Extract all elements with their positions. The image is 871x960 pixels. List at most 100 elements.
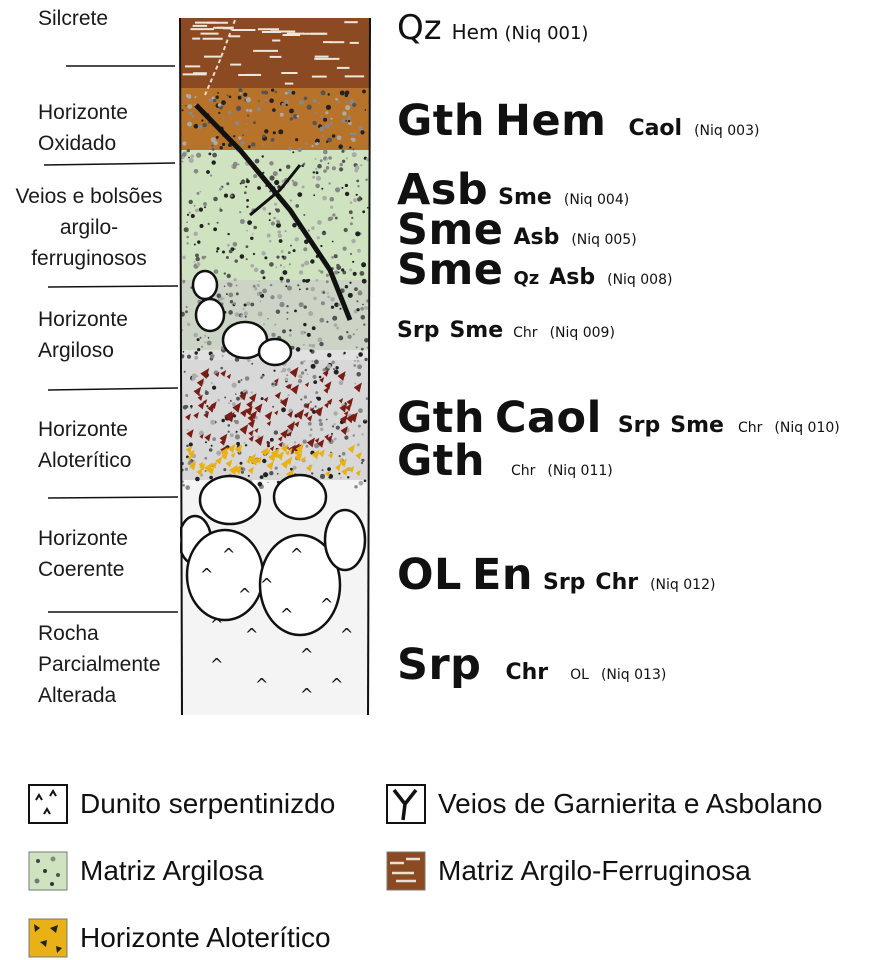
speckle-dot <box>283 270 288 275</box>
speckle-dot <box>342 111 346 115</box>
speckle-dot <box>327 292 329 294</box>
speckle-dot <box>240 314 243 317</box>
speckle-dot <box>196 257 200 261</box>
speckle-dot <box>362 210 365 213</box>
speckle-dot <box>245 123 247 125</box>
caret-symbol: ^ <box>210 655 223 674</box>
speckle-dot <box>253 174 257 178</box>
speckle-dot <box>216 250 218 252</box>
speckle-dot <box>336 426 340 430</box>
speckle-dot <box>361 462 363 464</box>
speckle-dot <box>290 200 292 202</box>
speckle-dot <box>360 307 364 311</box>
speckle-dot <box>277 294 282 299</box>
speckle-dot <box>267 234 271 238</box>
speckle-dot <box>274 430 278 434</box>
speckle-dot <box>195 477 200 482</box>
speckle-dot <box>307 333 311 337</box>
speckle-dot <box>319 419 322 422</box>
speckle-dot <box>335 187 340 192</box>
speckle-dot <box>246 97 251 102</box>
speckle-dot <box>347 116 351 120</box>
speckle-dot <box>259 292 262 295</box>
speckle-dot <box>220 187 223 190</box>
speckle-dot <box>285 378 289 382</box>
speckle-dot <box>323 169 327 173</box>
speckle-dot <box>297 115 300 118</box>
speckle-dot <box>279 302 284 307</box>
speckle-dot <box>332 241 334 243</box>
speckle-dot <box>182 109 184 111</box>
speckle-dot <box>221 100 226 105</box>
speckle-dot <box>230 433 234 437</box>
speckle-dot <box>335 366 338 369</box>
speckle-dot <box>185 394 188 397</box>
speckle-dot <box>320 245 322 247</box>
speckle-dot <box>345 91 349 95</box>
speckle-dot <box>197 192 200 195</box>
speckle-dot <box>356 180 359 183</box>
horizon-label-silcrete: Silcrete <box>0 3 178 34</box>
speckle-dot <box>281 281 283 283</box>
speckle-dot <box>338 473 340 475</box>
speckle-dot <box>227 244 230 247</box>
speckle-dot <box>223 468 226 471</box>
speckle-dot <box>182 161 184 163</box>
speckle-dot <box>195 351 198 354</box>
speckle-dot <box>350 132 353 135</box>
speckle-dot <box>252 233 254 235</box>
speckle-dot <box>351 217 353 219</box>
speckle-dot <box>247 220 252 225</box>
speckle-dot <box>315 168 317 170</box>
speckle-dot <box>328 93 330 95</box>
speckle-dot <box>313 380 317 384</box>
speckle-dot <box>362 90 366 94</box>
speckle-dot <box>337 136 342 141</box>
speckle-dot <box>236 442 240 446</box>
speckle-dot <box>364 480 367 483</box>
speckle-dot <box>332 134 336 138</box>
speckle-dot <box>236 292 239 295</box>
speckle-dot <box>339 167 343 171</box>
speckle-dot <box>287 318 289 320</box>
speckle-dot <box>276 310 280 314</box>
mineral-row-niq012: OLEnSrpChr(Niq 012) <box>397 550 725 600</box>
boulder <box>274 475 326 519</box>
speckle-dot <box>186 306 188 308</box>
speckle-dot <box>335 217 338 220</box>
speckle-dot <box>354 287 358 291</box>
speckle-dot <box>295 138 298 141</box>
speckle-dot <box>187 104 192 109</box>
divider-line <box>44 163 175 165</box>
speckle-dot <box>233 135 235 137</box>
speckle-dot <box>290 117 293 120</box>
speckle-dot <box>285 285 287 287</box>
speckle-dot <box>257 284 260 287</box>
speckle-dot <box>233 242 238 247</box>
speckle-dot <box>204 341 206 343</box>
speckle-dot <box>319 376 322 379</box>
speckle-dot <box>246 109 249 112</box>
speckle-dot <box>187 122 192 127</box>
speckle-dot <box>226 256 229 259</box>
speckle-dot <box>271 89 274 92</box>
vein-swatch-icon <box>386 784 426 824</box>
speckle-dot <box>224 397 226 399</box>
speckle-dot <box>280 113 284 117</box>
speckle-dot <box>328 217 332 221</box>
speckle-dot <box>262 155 264 157</box>
speckle-dot <box>264 129 268 133</box>
speckle-dot <box>323 118 327 122</box>
speckle-dot <box>184 227 189 232</box>
speckle-dot <box>311 226 315 230</box>
speckle-dot <box>328 163 330 165</box>
speckle-dot <box>209 153 212 156</box>
speckle-dot <box>269 175 274 180</box>
speckle-dot <box>241 379 243 381</box>
speckle-dot <box>308 422 312 426</box>
speckle-dot <box>287 312 289 314</box>
speckle-dot <box>226 293 228 295</box>
speckle-dot <box>307 279 310 282</box>
speckle-dot <box>235 393 237 395</box>
speckle-dot <box>236 397 240 401</box>
